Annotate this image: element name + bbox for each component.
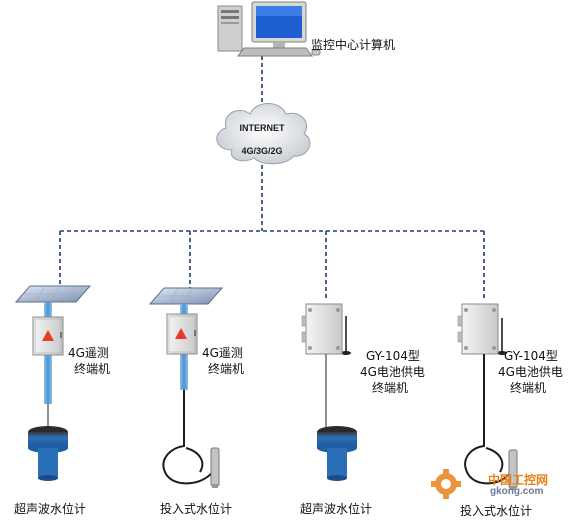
network-lines	[59, 56, 485, 300]
station-4-device-label-3: 终端机	[510, 381, 547, 395]
station-2-sensor-label: 投入式水位计	[160, 502, 233, 516]
telemetry-cabinet-icon	[32, 316, 64, 356]
internet-cloud-icon	[216, 103, 311, 165]
watermark-text-1: 中国工控网	[488, 473, 549, 487]
ultrasonic-sensor-icon	[317, 426, 357, 481]
station-2-device-label-1: 4G遥测	[202, 346, 243, 360]
station-3-device-label-1: GY-104型	[366, 349, 420, 363]
station-1-sensor-label: 超声波水位计	[14, 502, 87, 516]
station-1-device-label-2: 终端机	[74, 362, 111, 376]
telemetry-cabinet-icon	[166, 313, 198, 355]
submersible-sensor-icon	[464, 354, 518, 490]
antenna-icon	[341, 316, 351, 355]
ultrasonic-sensor-icon	[28, 426, 68, 481]
solar-panel-icon	[14, 285, 92, 303]
cloud-line-2: 4G/3G/2G	[241, 146, 283, 156]
station-4-device-label-1: GY-104型	[504, 349, 558, 363]
watermark-text-2: gkong.com	[490, 486, 544, 497]
station-2-device-label-2: 终端机	[208, 362, 245, 376]
battery-terminal-box-icon	[457, 303, 499, 355]
station-1-icon	[14, 285, 92, 481]
battery-terminal-box-icon	[301, 303, 343, 355]
submersible-sensor-icon	[162, 390, 220, 488]
station-4-device-label-2: 4G电池供电	[498, 365, 563, 379]
station-2-icon	[148, 287, 224, 488]
watermark-gear-icon	[431, 469, 461, 499]
station-3-icon	[301, 303, 357, 481]
station-4-sensor-label: 投入式水位计	[460, 504, 533, 518]
station-1-device-label-1: 4G遥测	[68, 346, 109, 360]
computer-icon	[217, 1, 321, 57]
station-3-sensor-label: 超声波水位计	[300, 502, 373, 516]
center-computer-label: 监控中心计算机	[311, 38, 396, 52]
station-3-device-label-3: 终端机	[372, 381, 409, 395]
cloud-line-1: INTERNET	[239, 123, 285, 133]
antenna-icon	[497, 318, 507, 355]
station-3-device-label-2: 4G电池供电	[360, 365, 425, 379]
station-4-icon	[457, 303, 518, 490]
solar-panel-icon	[148, 287, 224, 305]
